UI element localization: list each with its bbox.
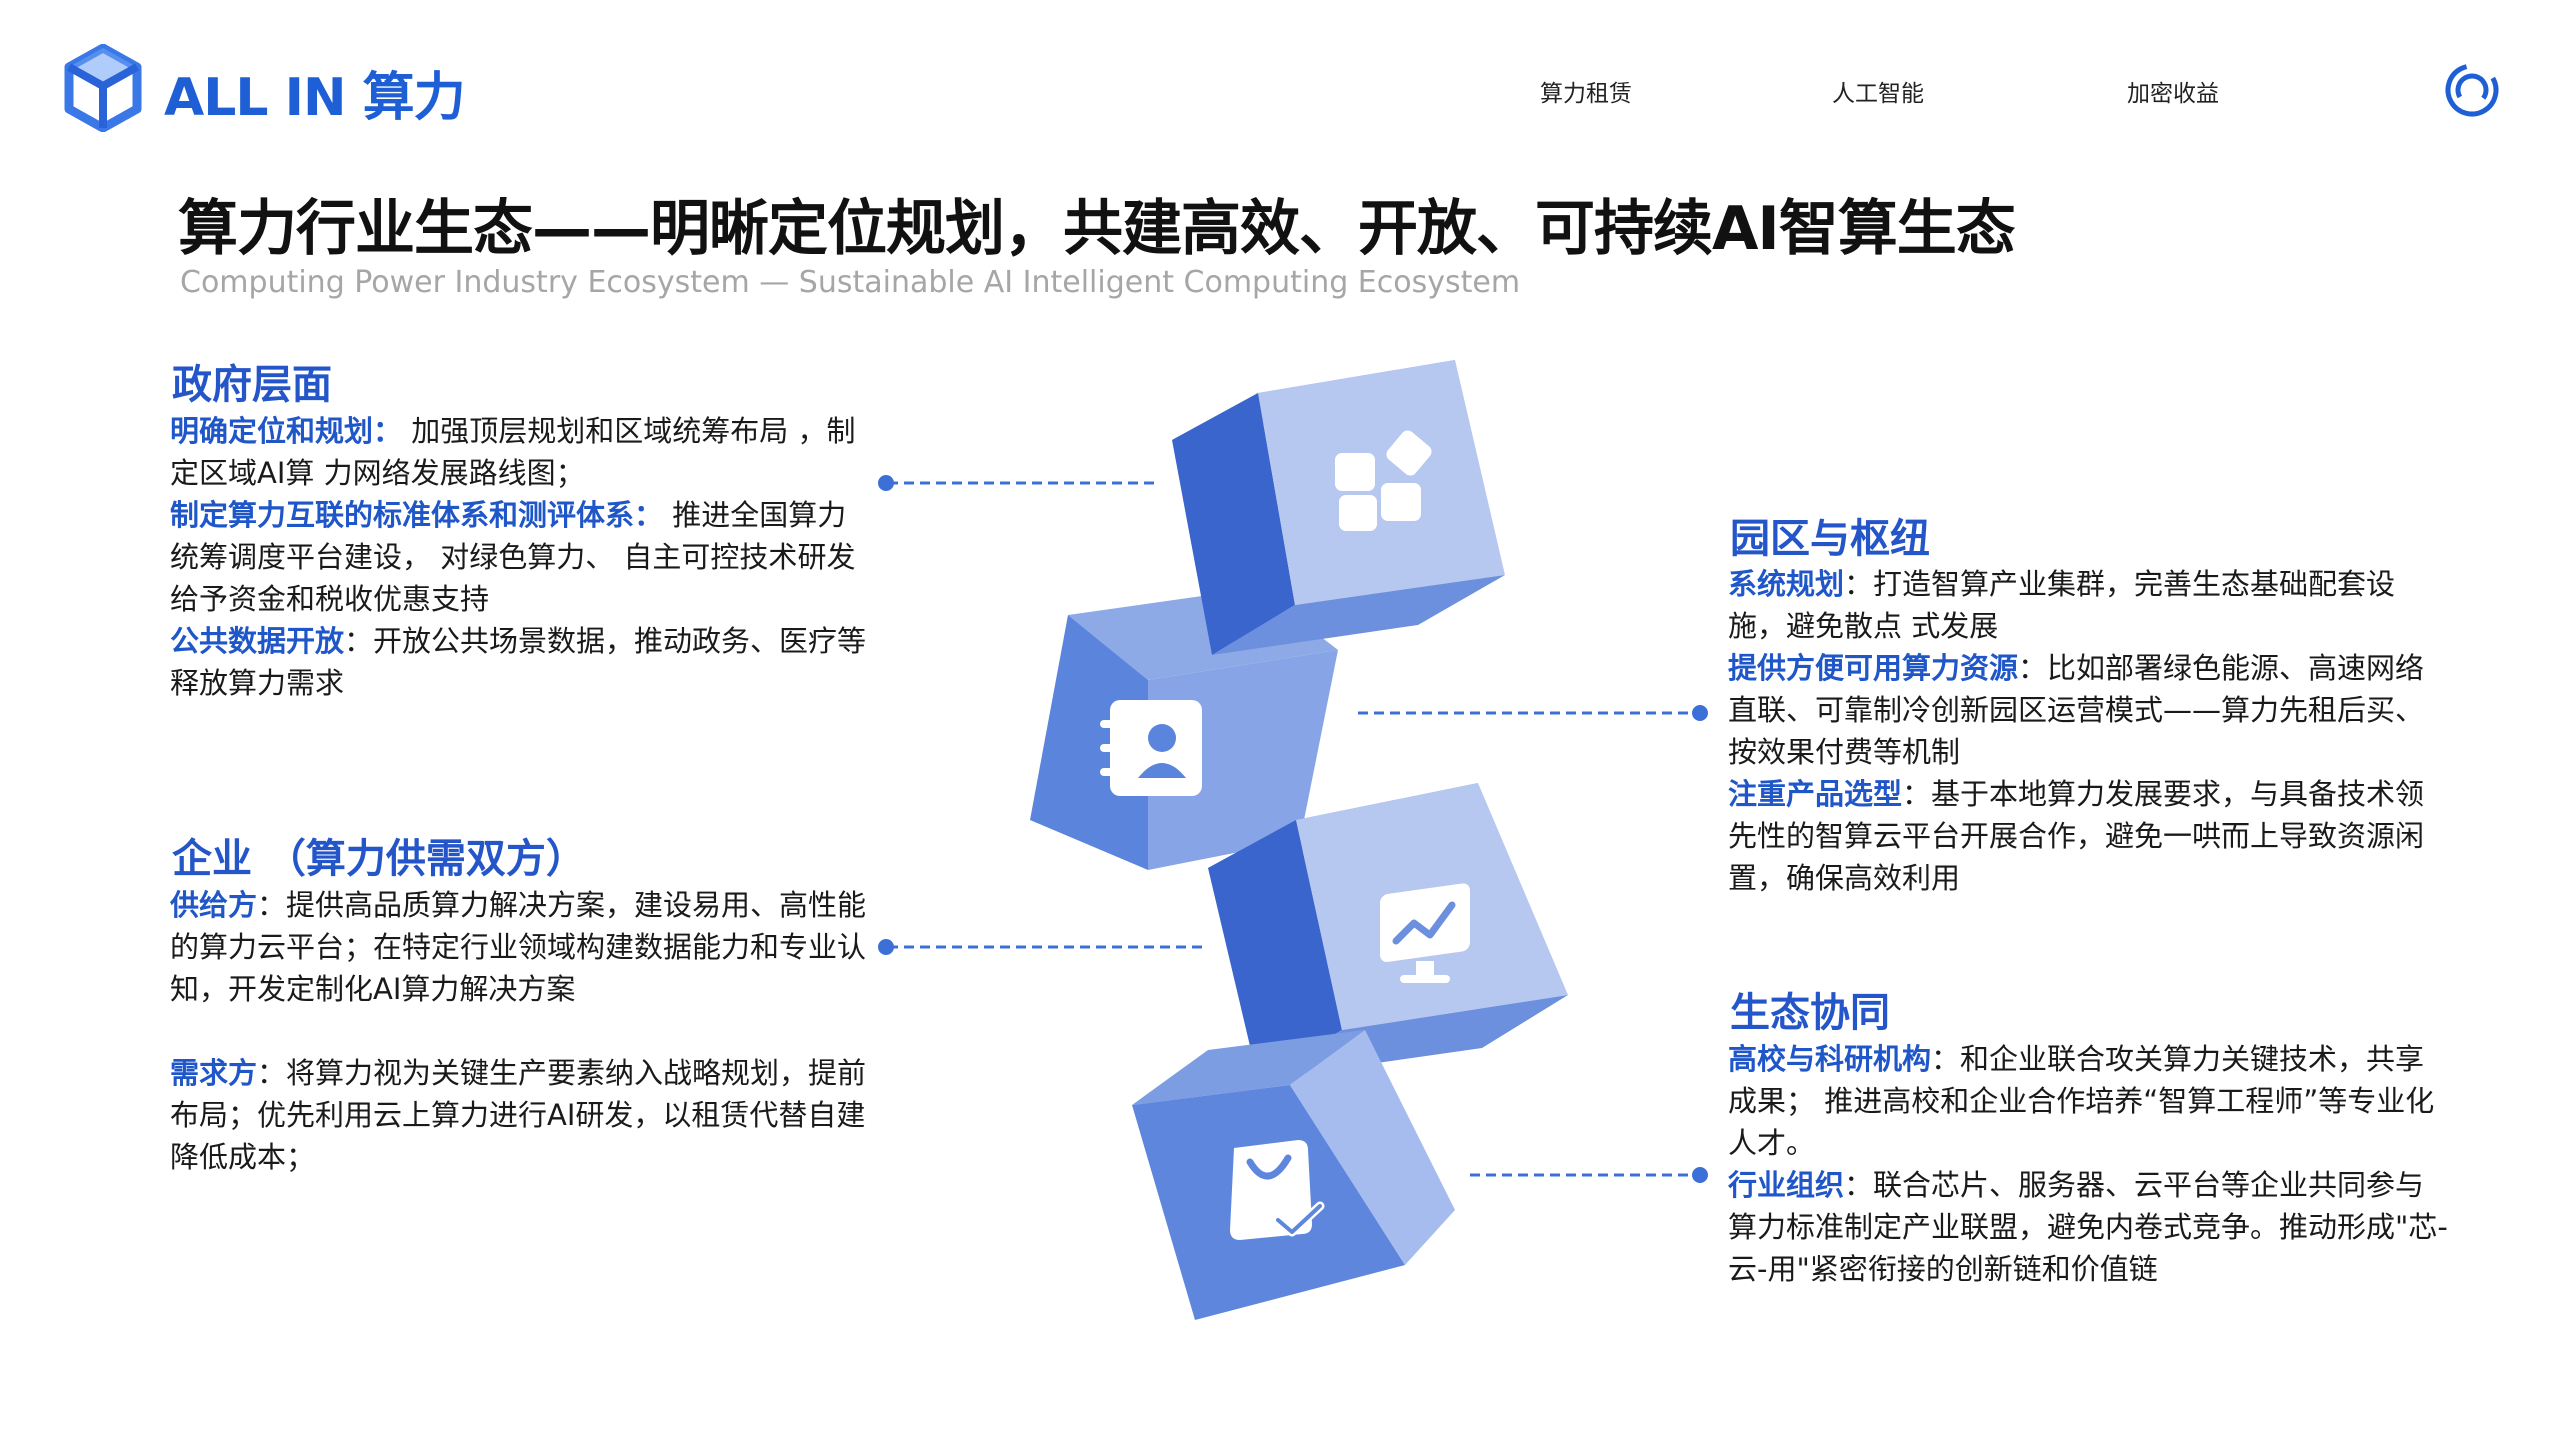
- chart-monitor-icon: [1380, 883, 1470, 983]
- section-body-government: 明确定位和规划： 加强顶层规划和区域统筹布局 ，制定区域AI算 力网络发展路线图…: [170, 410, 870, 704]
- brand-name: ALL IN 算力: [164, 68, 466, 128]
- shopping-check-icon: [1230, 1140, 1325, 1240]
- list-item: 需求方：将算力视为关键生产要素纳入战略规划，提前布局；优先利用云上算力进行AI研…: [170, 1056, 867, 1174]
- logo-icon: [64, 44, 142, 132]
- connector-dot: [878, 475, 894, 491]
- connector-dot: [1692, 1167, 1708, 1183]
- nav-item-ai[interactable]: 人工智能: [1832, 81, 1924, 107]
- cube-apps: [1172, 360, 1505, 655]
- section-body-park: 系统规划：打造智算产业集群，完善生态基础配套设施，避免散点 式发展 提供方便可用…: [1728, 563, 2428, 899]
- list-item: 注重产品选型：基于本地算力发展要求，与具备技术领先性的智算云平台开展合作，避免一…: [1728, 777, 2425, 895]
- section-body-ecosystem: 高校与科研机构：和企业联合攻关算力关键技术，共享成果； 推进高校和企业合作培养“…: [1728, 1038, 2448, 1290]
- list-item: 系统规划：打造智算产业集群，完善生态基础配套设施，避免散点 式发展: [1728, 567, 2396, 643]
- section-heading-ecosystem: 生态协同: [1730, 990, 1890, 1036]
- list-item: 制定算力互联的标准体系和测评体系： 推进全国算力统筹调度平台建设， 对绿色算力、…: [170, 498, 856, 616]
- list-item: 高校与科研机构：和企业联合攻关算力关键技术，共享成果； 推进高校和企业合作培养“…: [1728, 1042, 2435, 1160]
- list-item: 明确定位和规划： 加强顶层规划和区域统筹布局 ，制定区域AI算 力网络发展路线图…: [170, 414, 856, 490]
- nav-item-crypto-yield[interactable]: 加密收益: [2127, 81, 2219, 107]
- section-heading-park: 园区与枢纽: [1730, 516, 1930, 562]
- list-item: 供给方：提供高品质算力解决方案，建设易用、高性能的算力云平台；在特定行业领域构建…: [170, 888, 867, 1006]
- connector-dot: [878, 939, 894, 955]
- contact-card-icon: [1100, 700, 1202, 796]
- apps-icon: [1335, 430, 1432, 531]
- connector-lines: [888, 481, 1700, 1177]
- section-heading-enterprise: 企业 （算力供需双方）: [172, 836, 586, 882]
- list-item: 公共数据开放：开放公共场景数据，推动政务、医疗等释放算力需求: [170, 624, 867, 700]
- section-heading-government: 政府层面: [172, 362, 332, 408]
- circular-logo-icon[interactable]: [2442, 60, 2502, 120]
- page-subtitle: Computing Power Industry Ecosystem — Sus…: [180, 265, 1521, 300]
- section-body-enterprise: 供给方：提供高品质算力解决方案，建设易用、高性能的算力云平台；在特定行业领域构建…: [170, 884, 880, 1178]
- page-title: 算力行业生态——明晰定位规划，共建高效、开放、可持续AI智算生态: [178, 194, 2016, 264]
- cube-contact: [1030, 588, 1338, 870]
- nav-item-compute-rental[interactable]: 算力租赁: [1540, 81, 1632, 107]
- list-item: 提供方便可用算力资源：比如部署绿色能源、高速网络直联、可靠制冷创新园区运营模式—…: [1728, 651, 2425, 769]
- connector-dot: [1692, 705, 1708, 721]
- list-item: 行业组织：联合芯片、服务器、云平台等企业共同参与算力标准制定产业联盟，避免内卷式…: [1728, 1168, 2448, 1286]
